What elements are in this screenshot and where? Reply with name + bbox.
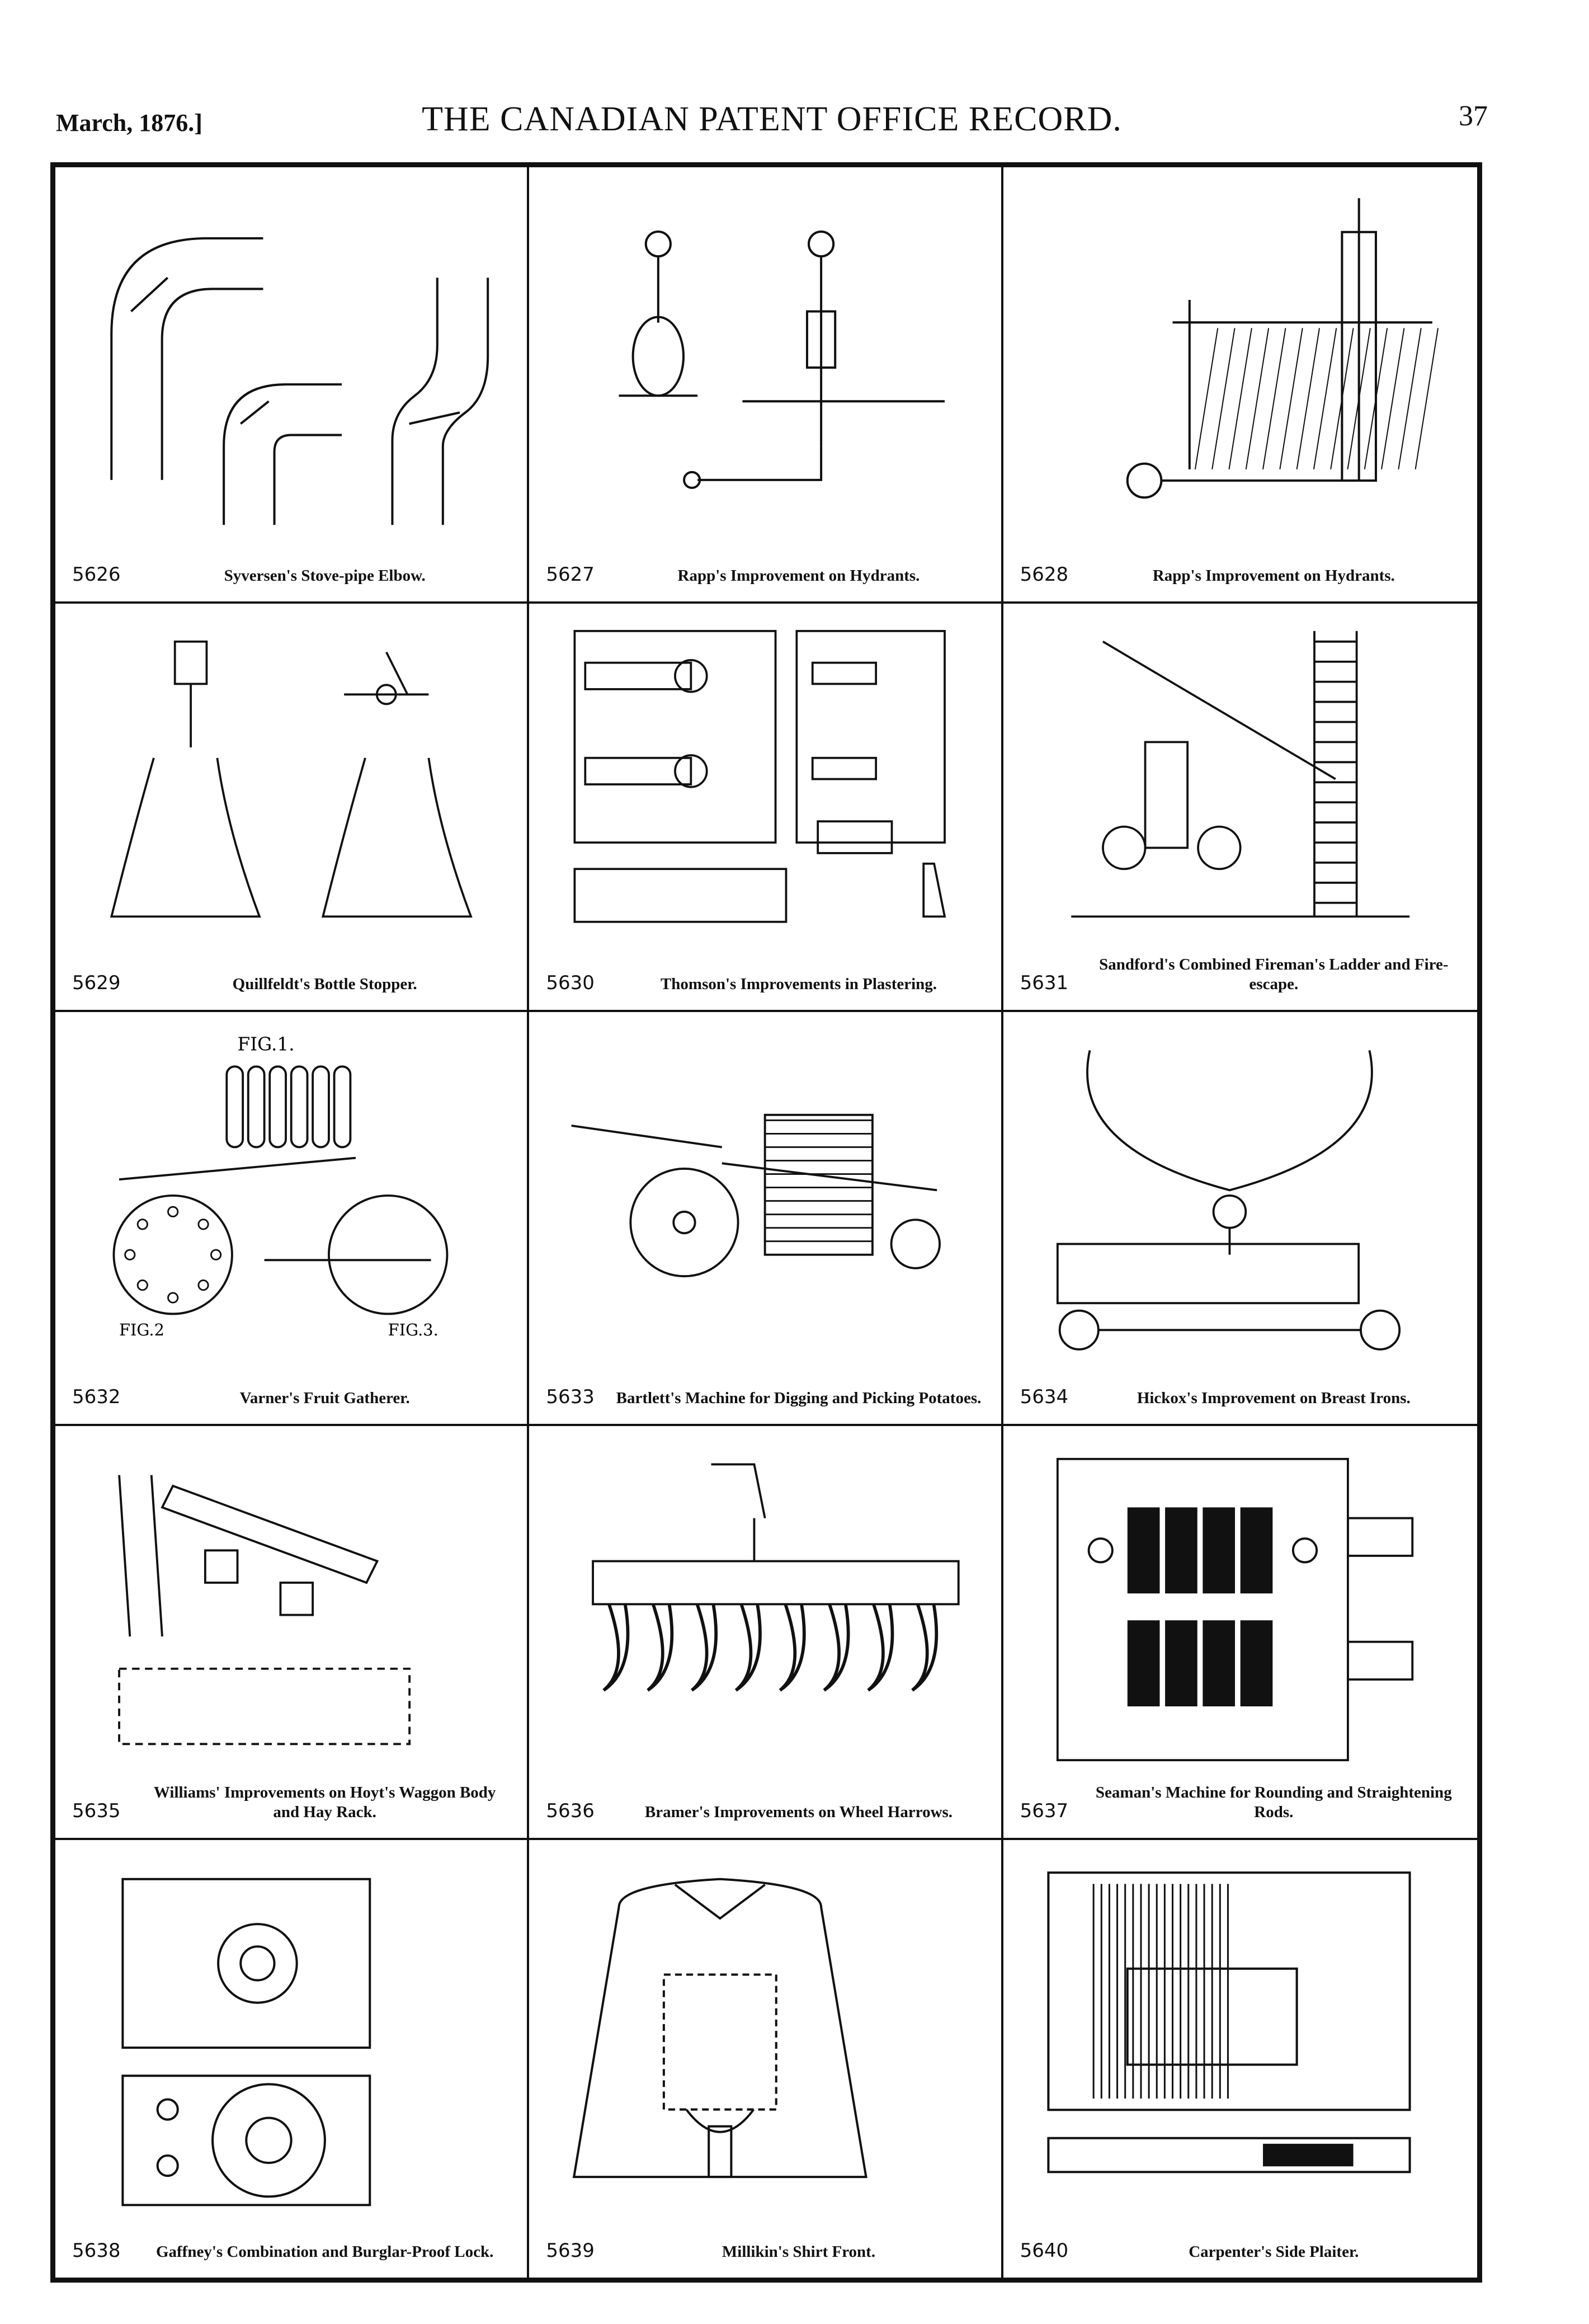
patent-illustration <box>551 184 978 540</box>
patent-title: Bramer's Improvements on Wheel Harrows. <box>644 1803 953 1822</box>
patent-plate: 5638 Gaffney's Combination and Burglar-P… <box>55 1840 530 2278</box>
patent-caption: 5628 Rapp's Improvement on Hydrants. <box>1020 541 1460 586</box>
patent-caption: 5635 Williams' Improvements on Hoyt's Wa… <box>72 1777 510 1822</box>
svg-text:FIG.1.: FIG.1. <box>238 1033 295 1055</box>
patent-plate: 5634 Hickox's Improvement on Breast Iron… <box>1003 1012 1477 1426</box>
patent-caption: 5630 Thomson's Improvements in Plasterin… <box>546 949 984 994</box>
patent-number: 5628 <box>1020 563 1069 586</box>
stovepipe-elbow-drawing <box>110 237 489 525</box>
journal-title: THE CANADIAN PATENT OFFICE RECORD. <box>422 100 1122 138</box>
patent-caption: 5632 Varner's Fruit Gatherer. <box>72 1363 510 1408</box>
patent-caption: 5637 Seaman's Machine for Rounding and S… <box>1020 1777 1460 1822</box>
patent-illustration: FIG.1. FIG.2 FIG.3. <box>78 1029 504 1362</box>
patent-plate: 5640 Carpenter's Side Plaiter. <box>1003 1840 1477 2278</box>
patent-number: 5630 <box>546 972 595 994</box>
svg-text:FIG.3.: FIG.3. <box>388 1320 438 1339</box>
patent-plate: 5627 Rapp's Improvement on Hydrants. <box>529 167 1003 604</box>
breast-irons-drawing <box>1056 1050 1401 1351</box>
patent-caption: 5633 Bartlett's Machine for Digging and … <box>546 1363 984 1408</box>
patent-title: Sandford's Combined Fireman's Ladder and… <box>1099 956 1449 994</box>
patent-title: Seaman's Machine for Rounding and Straig… <box>1095 1784 1452 1822</box>
patent-plate: 5629 Quillfeldt's Bottle Stopper. <box>55 604 530 1012</box>
patent-title: Thomson's Improvements in Plastering. <box>660 975 937 994</box>
patent-title: Syversen's Stove-pipe Elbow. <box>224 567 426 585</box>
patent-caption: 5636 Bramer's Improvements on Wheel Harr… <box>546 1777 984 1822</box>
patent-illustration <box>551 1029 978 1362</box>
patent-plate: 5630 Thomson's Improvements in Plasterin… <box>529 604 1003 1012</box>
patent-illustration <box>1026 620 1455 948</box>
patent-number: 5626 <box>72 563 121 586</box>
patent-illustration <box>1026 1443 1455 1776</box>
rod-machine-drawing <box>1056 1457 1413 1762</box>
patent-caption: 5631 Sandford's Combined Fireman's Ladde… <box>1020 949 1460 994</box>
patent-number: 5637 <box>1020 1800 1069 1822</box>
patent-title: Rapp's Improvement on Hydrants. <box>677 567 920 585</box>
hydrant-section-drawing <box>1126 198 1439 499</box>
fire-ladder-drawing <box>1071 631 1409 918</box>
patent-plate: 5628 Rapp's Improvement on Hydrants. <box>1003 167 1477 604</box>
wheel-harrow-drawing <box>592 1463 960 1692</box>
patent-number: 5635 <box>72 1800 121 1822</box>
patent-number: 5631 <box>1020 972 1069 994</box>
patent-caption: 5626 Syversen's Stove-pipe Elbow. <box>72 541 510 586</box>
patent-illustration <box>78 184 504 540</box>
patent-title: Williams' Improvements on Hoyt's Waggon … <box>153 1784 496 1822</box>
fruit-gatherer-drawing: FIG.1. FIG.2 FIG.3. <box>112 1033 449 1339</box>
hay-rack-drawing <box>118 1475 411 1746</box>
patent-illustration <box>78 620 504 948</box>
patent-number: 5638 <box>72 2240 121 2262</box>
patent-title: Hickox's Improvement on Breast Irons. <box>1137 1389 1411 1408</box>
patent-number: 5634 <box>1020 1386 1069 1408</box>
patent-caption: 5627 Rapp's Improvement on Hydrants. <box>546 541 984 586</box>
patent-number: 5640 <box>1020 2240 1069 2262</box>
patent-caption: 5629 Quillfeldt's Bottle Stopper. <box>72 949 510 994</box>
patent-grid: 5626 Syversen's Stove-pipe Elbow. 5627 R… <box>55 167 1477 2278</box>
patent-illustration <box>1026 1857 1455 2216</box>
patent-illustration <box>551 620 978 948</box>
patent-title: Millikin's Shirt Front. <box>722 2243 876 2261</box>
patent-title: Rapp's Improvement on Hydrants. <box>1152 567 1395 585</box>
patent-title: Gaffney's Combination and Burglar-Proof … <box>155 2243 494 2261</box>
patent-plate: 5639 Millikin's Shirt Front. <box>529 1840 1003 2278</box>
patent-illustration <box>1026 1029 1455 1362</box>
page-number: 37 <box>1459 100 1488 132</box>
patent-illustration <box>551 1857 978 2216</box>
patent-number: 5629 <box>72 972 121 994</box>
patent-caption: 5640 Carpenter's Side Plaiter. <box>1020 2217 1460 2262</box>
patent-number: 5636 <box>546 1800 595 1822</box>
patent-caption: 5638 Gaffney's Combination and Burglar-P… <box>72 2217 510 2262</box>
patent-plate: 5631 Sandford's Combined Fireman's Ladde… <box>1003 604 1477 1012</box>
issue-date: March, 1876.] <box>56 109 202 137</box>
patent-plate: 5635 Williams' Improvements on Hoyt's Wa… <box>55 1426 530 1840</box>
patent-number: 5627 <box>546 563 595 586</box>
patent-plate: 5636 Bramer's Improvements on Wheel Harr… <box>529 1426 1003 1840</box>
patent-plate: 5633 Bartlett's Machine for Digging and … <box>529 1012 1003 1426</box>
lock-drawing <box>121 1878 371 2207</box>
patent-caption: 5634 Hickox's Improvement on Breast Iron… <box>1020 1363 1460 1408</box>
svg-text:FIG.2: FIG.2 <box>119 1320 164 1339</box>
plastering-drawing <box>573 630 946 923</box>
patent-plate: FIG.1. FIG.2 FIG.3. 5632 Varner's Fruit … <box>55 1012 530 1426</box>
patent-illustration <box>1026 184 1455 540</box>
patent-illustration <box>551 1443 978 1776</box>
patent-plate: 5637 Seaman's Machine for Rounding and S… <box>1003 1426 1477 1840</box>
side-plaiter-drawing <box>1047 1871 1411 2174</box>
patent-title: Varner's Fruit Gatherer. <box>239 1389 410 1408</box>
patent-title: Bartlett's Machine for Digging and Picki… <box>616 1389 982 1408</box>
patent-number: 5633 <box>546 1386 595 1408</box>
patent-title: Carpenter's Side Plaiter. <box>1189 2243 1359 2261</box>
patent-title: Quillfeldt's Bottle Stopper. <box>232 975 417 994</box>
patent-plates-frame: 5626 Syversen's Stove-pipe Elbow. 5627 R… <box>50 162 1482 2283</box>
patent-caption: 5639 Millikin's Shirt Front. <box>546 2217 984 2262</box>
hydrant-lamp-drawing <box>619 230 945 489</box>
potato-digger-drawing <box>571 1113 941 1278</box>
patent-number: 5632 <box>72 1386 121 1408</box>
patent-number: 5639 <box>546 2240 595 2262</box>
patent-illustration <box>78 1443 504 1776</box>
bottle-stopper-drawing <box>110 640 473 918</box>
patent-illustration <box>78 1857 504 2216</box>
patent-plate: 5626 Syversen's Stove-pipe Elbow. <box>55 167 530 604</box>
shirt-front-drawing <box>573 1878 868 2179</box>
page-header: March, 1876.] THE CANADIAN PATENT OFFICE… <box>56 95 1488 145</box>
